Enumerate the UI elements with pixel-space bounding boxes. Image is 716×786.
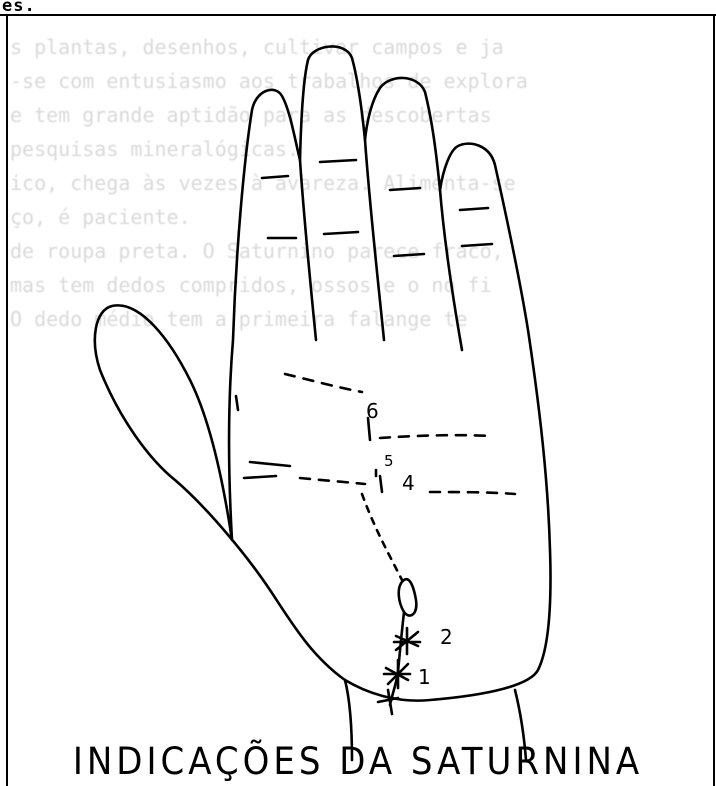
- crease: [236, 396, 238, 410]
- dashed-line-lower: [300, 478, 365, 484]
- finger-gap-1: [300, 160, 316, 340]
- crease: [262, 176, 288, 178]
- hand-outline: [95, 46, 551, 700]
- saturn-line: [362, 494, 402, 580]
- tick-4: [380, 476, 382, 492]
- crease: [460, 208, 488, 210]
- crease: [390, 188, 420, 190]
- finger-gap-2: [365, 140, 384, 340]
- label-6: 6: [366, 399, 379, 423]
- label-1: 1: [418, 665, 431, 689]
- star-2: [394, 628, 420, 654]
- label-4: 4: [402, 471, 415, 495]
- crease: [320, 160, 356, 162]
- star-1: [384, 660, 410, 688]
- crease: [394, 254, 424, 256]
- label-5: 5: [384, 452, 394, 470]
- finger-gap-3: [440, 190, 462, 350]
- crease: [462, 244, 492, 246]
- label-2: 2: [440, 625, 453, 649]
- fate-line-lower: [390, 612, 404, 705]
- dashed-line-upper-right: [380, 435, 492, 438]
- diagram-caption: INDICAÇÕES DA SATURNINA: [0, 740, 716, 784]
- dashed-line-lower-right: [430, 492, 515, 494]
- crease: [244, 476, 276, 478]
- island-shape: [399, 579, 417, 615]
- crease: [250, 462, 290, 466]
- crease: [324, 232, 358, 234]
- dashed-line-upper: [285, 374, 362, 392]
- cross-mark: [378, 690, 398, 714]
